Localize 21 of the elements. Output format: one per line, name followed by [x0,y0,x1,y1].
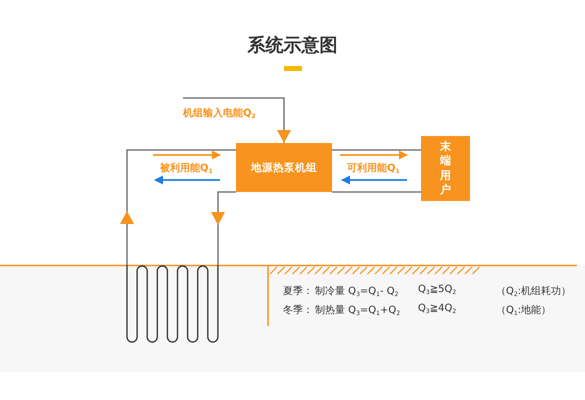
user-box [421,136,470,201]
formula-text: Q$_{3}$≧5Q$_{2}$ [418,284,456,296]
formula-text: 夏季： [283,284,313,298]
pipe-line [332,149,421,151]
edge-label: 机组输入电能Q$_{2}$ [183,106,256,120]
flow-label: 被利用能Q$_{1}$ [160,162,213,175]
node-label: 末端用户 [440,140,451,198]
flow-arrow [120,149,236,265]
formula-text: 制热量 Q$_{3}$=Q$_{1}$+Q$_{2}$ [315,304,400,317]
title: 系统示意图 [246,34,338,57]
formula-text: Q$_{3}$≧4Q$_{2}$ [418,303,456,315]
flow-arrow [183,97,291,143]
formula-text: （Q$_{1}$:地能） [496,304,552,317]
pipe-line [332,191,421,193]
node-label: 地源热泵机组 [251,160,317,174]
flow-arrow [211,191,236,265]
formula-text: （Q$_{2}$:机组耗功） [496,284,572,298]
formula-text: 冬季： [283,304,313,317]
formula-text: 制冷量 Q$_{3}$=Q$_{1}$- Q$_{2}$ [315,284,398,298]
flow-label: 可利用能Q$_{1}$ [347,162,400,175]
process-box [236,143,332,192]
